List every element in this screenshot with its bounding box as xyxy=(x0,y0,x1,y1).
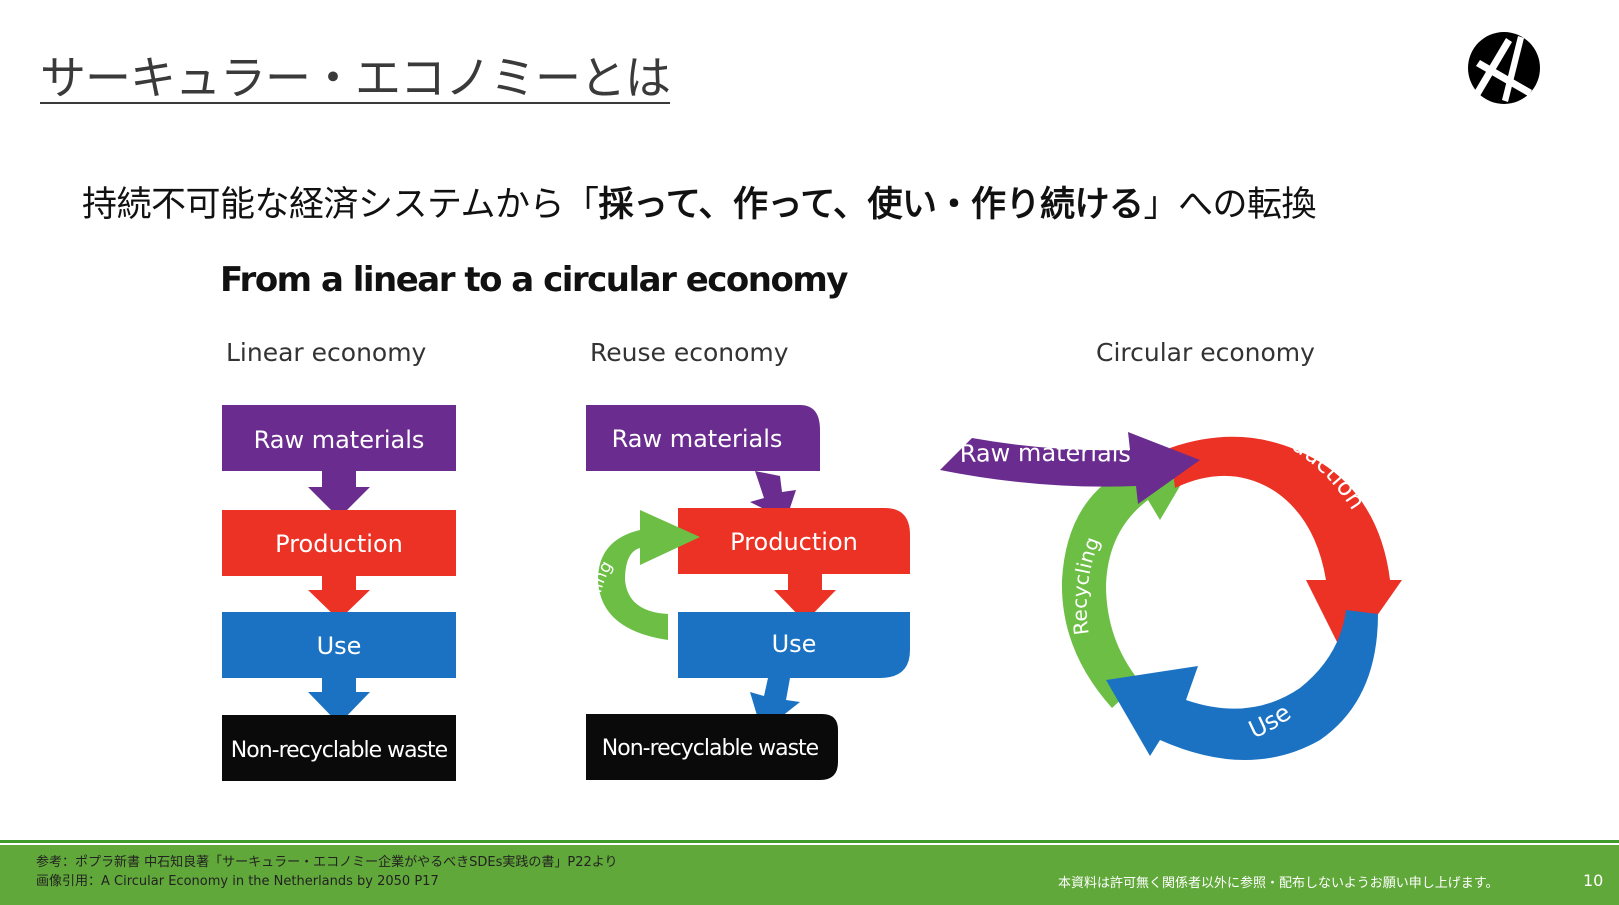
reuse-recycling-arrow xyxy=(598,510,700,640)
linear-waste-box xyxy=(222,715,456,781)
slide-subtitle: 持続不可能な経済システムから「採って、作って、使い・作り続ける」への転換 xyxy=(82,176,1316,227)
footer-image-credit: 画像引用：A Circular Economy in the Netherlan… xyxy=(36,874,439,889)
reuse-use-text: Use xyxy=(772,630,817,658)
circular-use-arrow xyxy=(1106,610,1378,760)
reuse-use-box xyxy=(678,612,910,678)
reuse-label: Reuse economy xyxy=(590,338,789,367)
linear-waste-text: Non-recyclable waste xyxy=(231,738,448,763)
subtitle-emphasis: 採って、作って、使い・作り続ける xyxy=(598,185,1144,225)
subtitle-prefix: 持続不可能な経済システムから「 xyxy=(82,185,599,225)
circular-raw-text: Raw materials xyxy=(959,439,1131,468)
linear-use-text: Use xyxy=(317,632,362,660)
diagram-heading: From a linear to a circular economy xyxy=(220,260,848,300)
linear-arrow-3 xyxy=(308,678,370,724)
reuse-arrow-2 xyxy=(774,574,836,622)
reuse-production-box xyxy=(678,508,910,574)
footer-divider xyxy=(0,840,1619,843)
subtitle-suffix: 」への転換 xyxy=(1143,185,1316,225)
footer-notice: 本資料は許可無く関係者以外に参照・配布しないようお願い申し上げます。 xyxy=(1058,876,1499,891)
linear-arrow-2 xyxy=(308,576,370,620)
linear-production-text: Production xyxy=(275,530,403,558)
linear-raw-text: Raw materials xyxy=(254,426,425,454)
linear-production-box xyxy=(222,510,456,576)
linear-use-box xyxy=(222,612,456,678)
linear-arrow-1 xyxy=(308,471,370,518)
linear-label: Linear economy xyxy=(226,338,427,367)
reuse-raw-text: Raw materials xyxy=(612,425,783,453)
slide-title: サーキュラー・エコノミーとは xyxy=(40,51,671,105)
reuse-raw-box xyxy=(586,405,820,471)
reuse-arrow-1 xyxy=(750,471,796,520)
circular-recycling-arrow xyxy=(1061,452,1200,708)
reuse-waste-box xyxy=(586,714,838,780)
circular-raw-label: Raw materials xyxy=(959,439,1131,468)
circular-production-arrow xyxy=(1170,436,1402,660)
linear-raw-box xyxy=(222,405,456,471)
circular-label: Circular economy xyxy=(1096,338,1315,367)
circular-raw-arrow xyxy=(940,432,1200,504)
reuse-production-text: Production xyxy=(730,528,858,556)
page-number: 10 xyxy=(1583,871,1604,890)
reuse-waste-text: Non-recyclable waste xyxy=(602,736,819,761)
footer-references: 参考：ポプラ新書 中石知良著「サーキュラー・エコノミー企業がやるべきSDEs実践… xyxy=(36,853,618,891)
footer: 参考：ポプラ新書 中石知良著「サーキュラー・エコノミー企業がやるべきSDEs実践… xyxy=(0,845,1619,905)
company-logo xyxy=(1468,32,1540,104)
footer-reference: 参考：ポプラ新書 中石知良著「サーキュラー・エコノミー企業がやるべきSDEs実践… xyxy=(36,855,618,870)
